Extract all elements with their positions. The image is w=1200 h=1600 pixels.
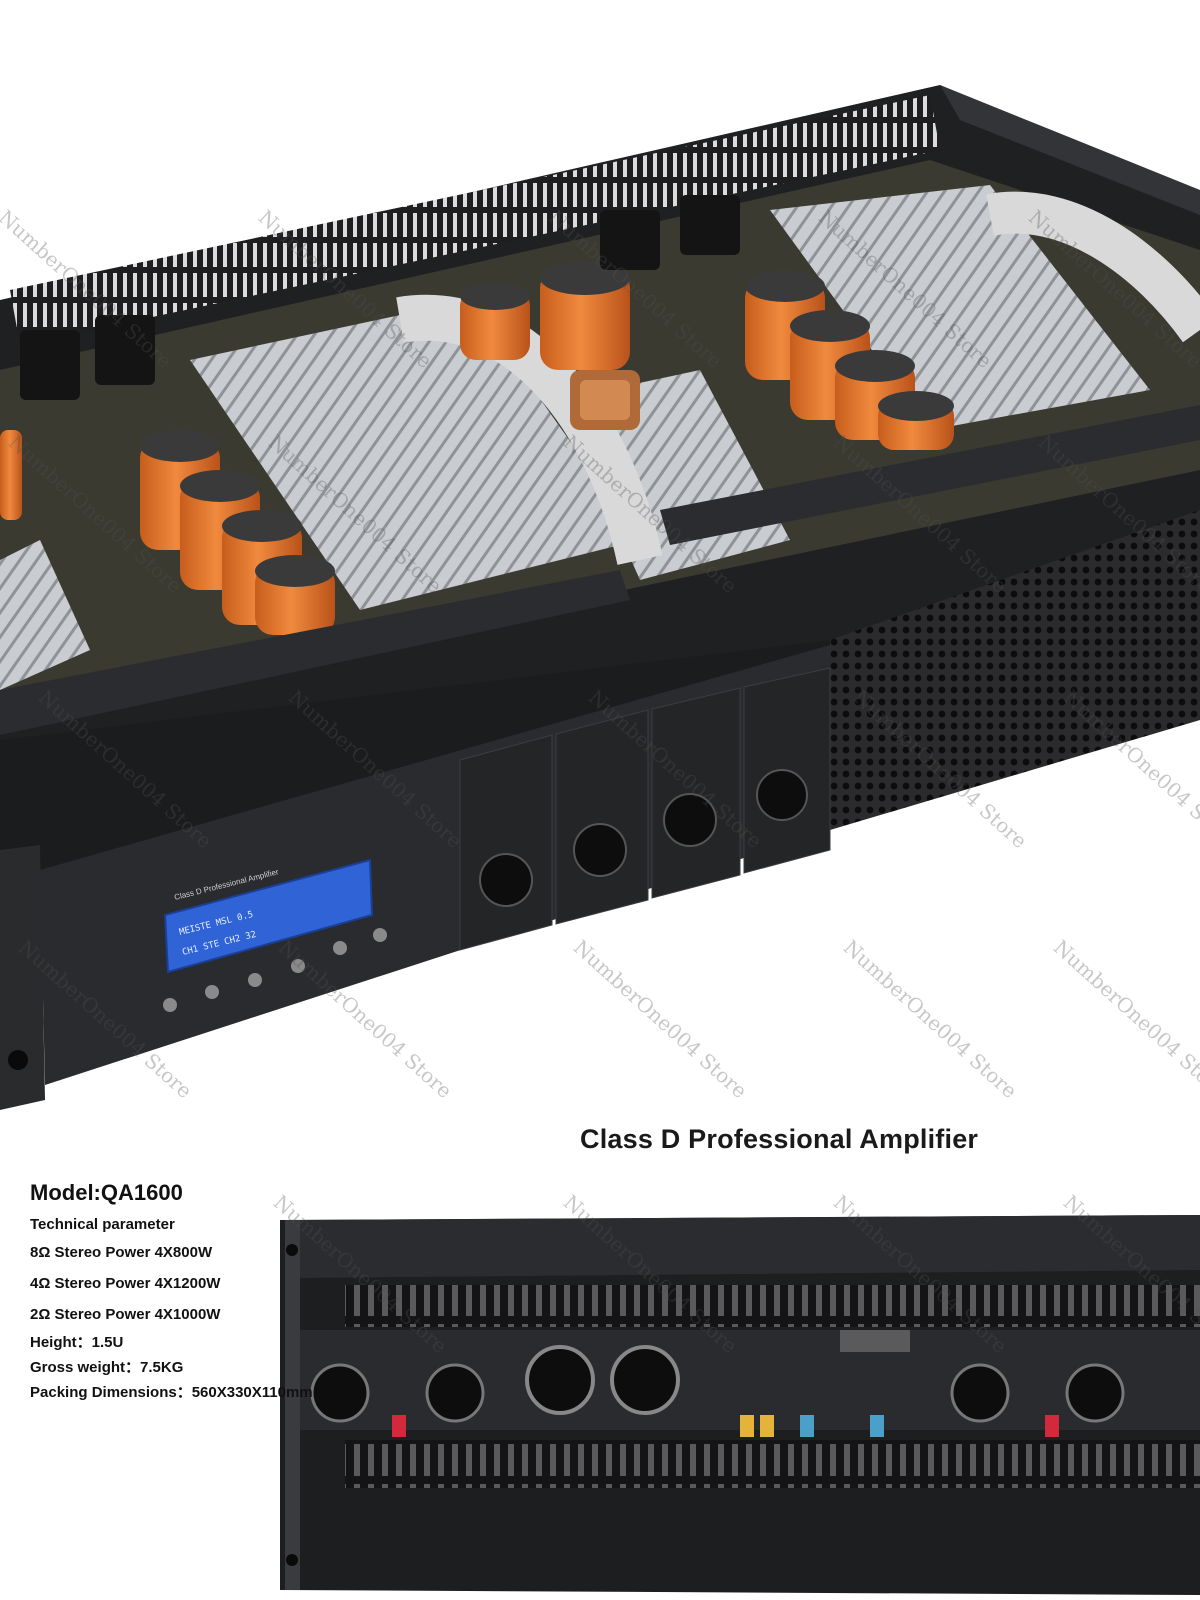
rear-internal-components — [740, 1330, 910, 1437]
capacitors-center — [460, 261, 630, 370]
ventilation-grille — [830, 510, 1200, 830]
spec-2ohm: 2Ω Stereo Power 4X1000W — [30, 1306, 221, 1323]
knob-ch3 — [663, 793, 717, 847]
spec-packing: Packing Dimensions：560X330X110mm — [30, 1384, 313, 1401]
channel-knobs — [479, 769, 808, 907]
spec-8ohm: 8Ω Stereo Power 4X800W — [30, 1244, 213, 1261]
amplifier-rear-photo — [280, 1215, 1200, 1595]
capacitors-left — [0, 430, 335, 635]
rear-vent — [10, 95, 940, 345]
ribbon-cable-1 — [396, 294, 663, 565]
rear-vent-top — [345, 1285, 1200, 1327]
spec-height: Height：1.5U — [30, 1334, 124, 1351]
capacitors-right — [745, 270, 954, 450]
spec-weight: Gross weight：7.5KG — [30, 1359, 184, 1376]
knob-ch2 — [573, 823, 627, 877]
rack-ear — [0, 845, 45, 1110]
product-title: Class D Professional Amplifier — [580, 1124, 979, 1154]
spec-4ohm: 4Ω Stereo Power 4X1200W — [30, 1275, 221, 1292]
spec-heading: Technical parameter — [30, 1216, 175, 1233]
ribbon-cable-2 — [986, 191, 1200, 343]
panel-buttons — [163, 928, 387, 1012]
amplifier-internal-photo: MEISTE MSL 0.5 CH1 STE CH2 32 Class D Pr… — [0, 85, 1200, 1110]
heatsink-right — [770, 185, 1150, 430]
knob-ch1 — [479, 853, 533, 907]
xlr-connectors — [310, 1363, 1125, 1423]
knob-ch4 — [756, 769, 808, 821]
speakon-connectors — [525, 1345, 680, 1415]
model-number: Model:QA1600 — [30, 1180, 183, 1205]
lcd-display — [163, 858, 374, 974]
spec-list: Model:QA1600 Technical parameter 8Ω Ster… — [30, 1180, 313, 1405]
heatsink-left — [190, 300, 640, 610]
dip-switches — [392, 1415, 1059, 1437]
rear-vent-bottom — [345, 1440, 1200, 1488]
